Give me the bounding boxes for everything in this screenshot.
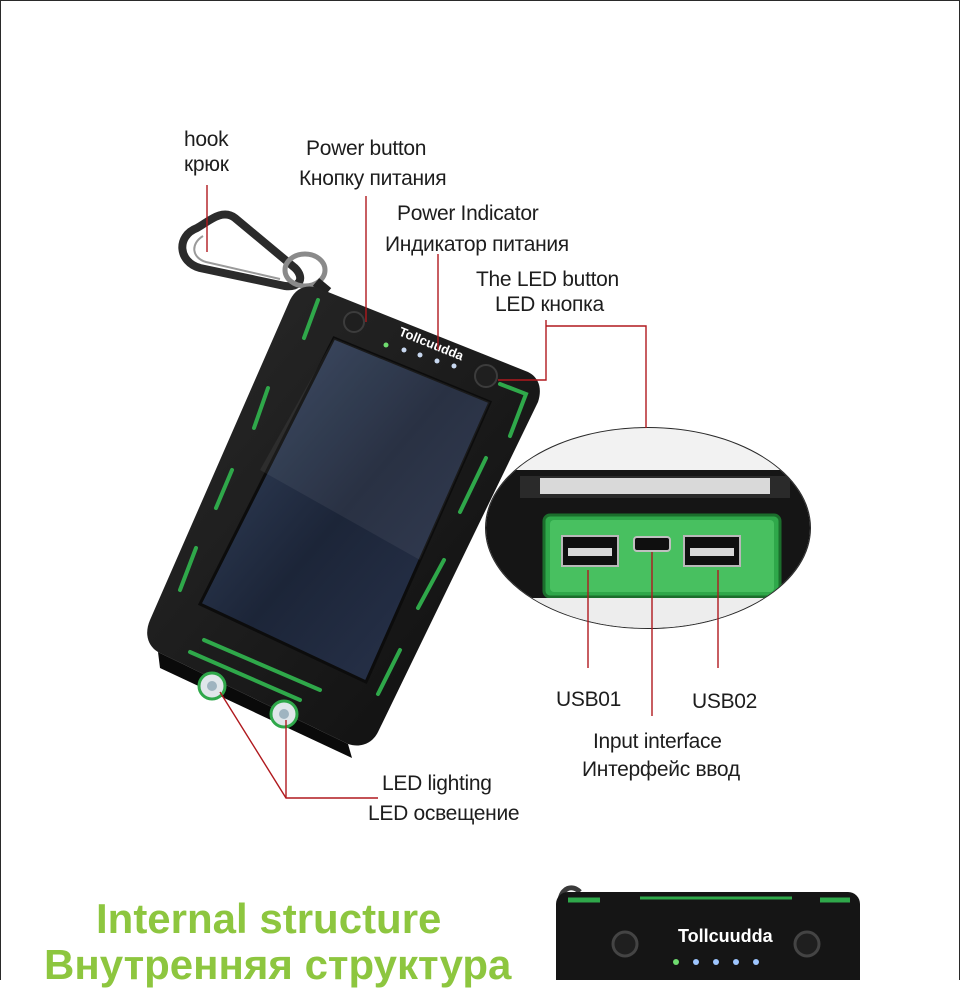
usb02-label: USB02 bbox=[692, 690, 758, 713]
led-lighting-label-ru: LED освещение bbox=[368, 802, 520, 825]
callout-lines bbox=[206, 185, 719, 799]
ports-closeup bbox=[485, 427, 811, 629]
heading-en: Internal structure bbox=[96, 895, 442, 942]
power-bank-image: Tollcuudda bbox=[147, 286, 540, 758]
power-button bbox=[343, 311, 365, 333]
input-interface-label-ru: Интерфейс ввод bbox=[582, 758, 740, 781]
internal-structure-image: Tollcuudda bbox=[556, 885, 860, 980]
led-lighting-label-en: LED lighting bbox=[382, 772, 492, 795]
input-interface-label-en: Input interface bbox=[593, 730, 722, 753]
led-button-label-ru: LED кнопка bbox=[495, 293, 604, 316]
power-button-label-ru: Кнопку питания bbox=[299, 167, 447, 190]
heading-ru: Внутренняя структура bbox=[44, 941, 512, 988]
power-button-label-en: Power button bbox=[306, 137, 427, 160]
led-button bbox=[474, 364, 498, 388]
hook-image bbox=[178, 210, 332, 296]
brand-logo-bottom: Tollcuudda bbox=[678, 926, 774, 946]
power-indicator-label-ru: Индикатор питания bbox=[385, 233, 569, 256]
led-button-label-en: The LED button bbox=[476, 268, 619, 291]
hook-label-ru: крюк bbox=[184, 153, 229, 176]
power-indicator-label-en: Power Indicator bbox=[397, 202, 539, 225]
hook-label-en: hook bbox=[184, 128, 229, 151]
usb01-label: USB01 bbox=[556, 688, 622, 711]
